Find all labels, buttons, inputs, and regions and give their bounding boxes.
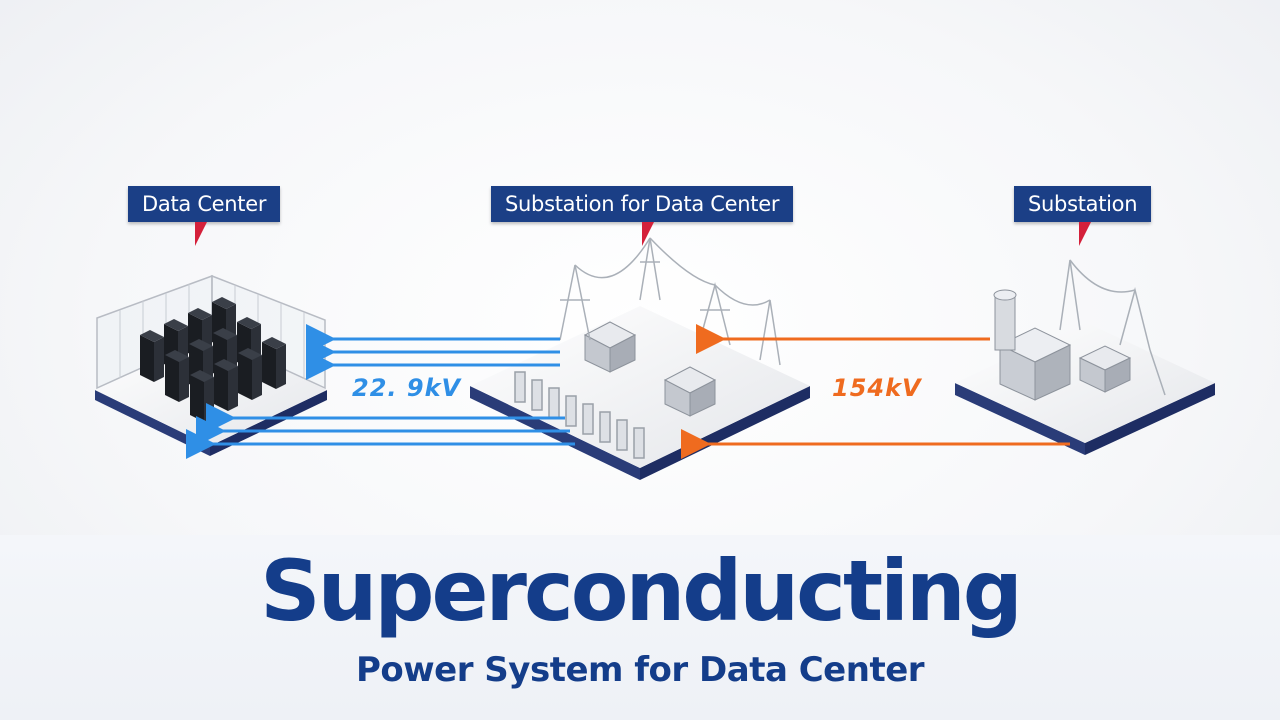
server-rack-icon bbox=[190, 370, 214, 422]
main-title: Superconducting bbox=[260, 542, 1023, 640]
server-rack-icon bbox=[140, 330, 164, 382]
callout-data-center: Data Center bbox=[128, 186, 281, 246]
gis-building-icon bbox=[993, 289, 1072, 401]
title-band bbox=[0, 535, 1280, 720]
callout-substation: Substation bbox=[1014, 186, 1152, 246]
blue-power-lines bbox=[186, 324, 575, 459]
callout-label: Substation bbox=[1028, 192, 1138, 216]
substation-platform bbox=[955, 259, 1215, 455]
callout-substation-dc: Substation for Data Center bbox=[491, 186, 794, 246]
subtitle: Power System for Data Center bbox=[355, 650, 925, 690]
transformer-icon bbox=[1078, 345, 1132, 393]
callout-label: Substation for Data Center bbox=[505, 192, 780, 216]
server-rack-icon bbox=[262, 337, 286, 389]
callout-label: Data Center bbox=[142, 192, 267, 216]
transformer-icon bbox=[663, 366, 717, 417]
voltage-label-22-9kv: 22. 9kV bbox=[352, 374, 462, 402]
orange-power-lines bbox=[681, 324, 1070, 459]
transformer-icon bbox=[583, 321, 637, 373]
server-rack-icon bbox=[214, 359, 238, 411]
server-rack-icon bbox=[165, 350, 189, 402]
server-racks bbox=[140, 297, 286, 422]
voltage-label-154kv: 154kV bbox=[832, 374, 922, 402]
server-rack-icon bbox=[238, 348, 262, 400]
